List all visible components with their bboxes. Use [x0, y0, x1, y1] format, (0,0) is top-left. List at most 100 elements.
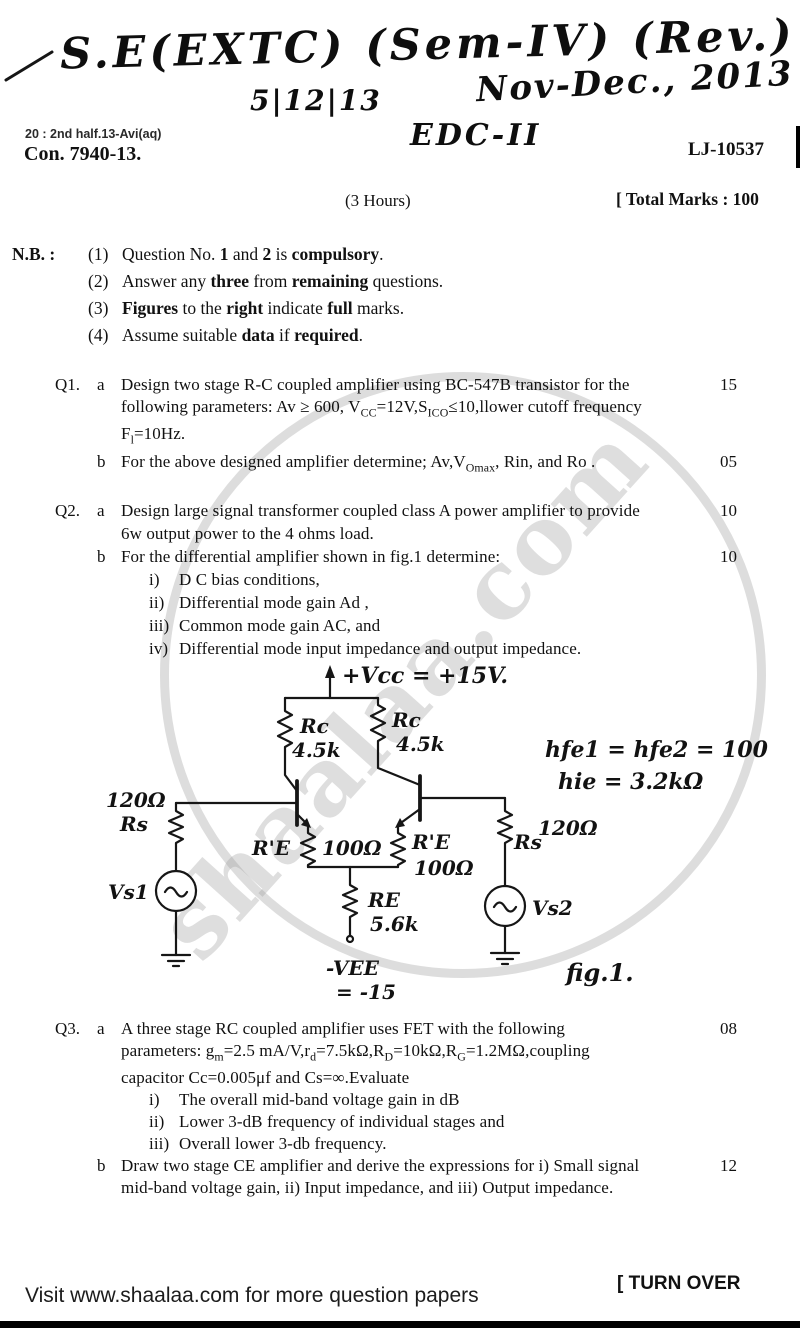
ground-symbol-right — [489, 951, 521, 966]
sub-question-text: Differential mode input impedance and ou… — [179, 639, 582, 658]
sub-question-text: Common mode gain AC, and — [179, 616, 381, 635]
sub-question-text: Overall lower 3-db frequency. — [179, 1134, 387, 1154]
figure-caption: fig.1. — [564, 958, 634, 987]
sub-question-number: iii) — [149, 1134, 170, 1154]
sub-question-number: i) — [149, 570, 160, 589]
sub-question-number: i) — [149, 1090, 160, 1110]
label-rc-left: Rc — [299, 714, 329, 738]
label-rs-right: Rs — [513, 830, 542, 854]
sub-question: i) The overall mid-band voltage gain in … — [121, 1089, 707, 1111]
marks-value: 12 — [720, 1156, 737, 1176]
total-marks: [ Total Marks : 100 — [616, 189, 759, 209]
part-label: a — [97, 1019, 105, 1038]
nb-item: (4) Assume suitable data if required. — [12, 322, 752, 349]
label-vs2: Vs2 — [532, 896, 573, 920]
vcc-arrow-head — [325, 665, 335, 678]
resistor-rs-right — [496, 796, 514, 888]
label-rs-right-value: 120Ω — [538, 816, 598, 840]
turn-over-note: [ TURN OVER — [617, 1273, 741, 1294]
label-rc-right: Rc — [391, 708, 421, 732]
sub-question-number: ii) — [149, 593, 165, 612]
paper-number: LJ-10537 — [688, 139, 764, 160]
handwritten-tick-mark — [4, 50, 54, 82]
label-re-prime-right-value: 100Ω — [414, 856, 474, 880]
marks-value: 08 — [720, 1019, 737, 1038]
question-3: Q3. a A three stage RC coupled amplifier… — [55, 1018, 753, 1199]
nb-item-number: (3) — [88, 298, 109, 318]
question-text-line: parameters: gm=2.5 mA/V,rd=7.5kΩ,RD=10kΩ… — [121, 1041, 590, 1064]
sub-question: iv) Differential mode input impedance an… — [121, 637, 707, 660]
question-number: Q2. — [55, 501, 81, 520]
scan-artifact-edge-mark — [796, 126, 800, 168]
ground-symbol-left — [160, 953, 192, 968]
question-number: Q3. — [55, 1019, 81, 1038]
exam-duration: (3 Hours) — [345, 191, 411, 210]
nb-item-number: (2) — [88, 271, 109, 291]
q1-emitter-arrow — [301, 818, 311, 828]
con-number: Con. 7940-13. — [24, 143, 142, 165]
sub-question-text: Lower 3-dB frequency of individual stage… — [179, 1112, 505, 1132]
nb-item-text: Figures to the right indicate full marks… — [122, 298, 405, 318]
nb-item-text: Assume suitable data if required. — [122, 325, 363, 345]
resistor-re-prime-left — [299, 827, 317, 869]
label-re-value: 5.6k — [370, 912, 419, 936]
resistor-rc-left — [276, 696, 299, 793]
sub-question: i) D C bias conditions, — [121, 568, 707, 591]
nb-instructions: N.B. : (1) Question No. 1 and 2 is compu… — [12, 241, 752, 349]
question-2: Q2. a Design large signal transformer co… — [55, 499, 753, 660]
watermark-ring — [160, 372, 766, 978]
nb-item-text: Answer any three from remaining question… — [122, 271, 444, 291]
part-label: a — [97, 501, 105, 520]
handwritten-exam-date: 5|12|13 — [250, 84, 382, 117]
sub-question-text: D C bias conditions, — [179, 570, 320, 589]
question-text-line: Fl=10Hz. — [121, 424, 186, 447]
question-text-line: Design two stage R-C coupled amplifier u… — [121, 375, 630, 394]
part-label: b — [97, 451, 106, 471]
nb-item-number: (1) — [88, 244, 109, 264]
handwritten-subject-code: EDC-II — [410, 118, 542, 153]
question-text-line: following parameters: Av ≥ 600, VCC=12V,… — [121, 397, 642, 420]
question-text-line: capacitor Cc=0.005μf and Cs=∞.Evaluate — [121, 1068, 410, 1088]
vee-terminal — [345, 934, 355, 944]
sub-question: ii) Differential mode gain Ad , — [121, 591, 707, 614]
nb-item: (3) Figures to the right indicate full m… — [12, 295, 752, 322]
part-label: b — [97, 547, 106, 566]
question-text-line: Draw two stage CE amplifier and derive t… — [121, 1156, 640, 1176]
label-vs1: Vs1 — [108, 880, 149, 904]
resistor-re-tail — [341, 865, 359, 937]
annotation-hie: hie = 3.2kΩ — [558, 769, 704, 795]
question-1: Q1. a Design two stage R-C coupled ampli… — [55, 374, 753, 478]
footer-site-note: Visit www.shaalaa.com for more question … — [25, 1284, 479, 1307]
question-text-line: mid-band voltage gain, ii) Input impedan… — [121, 1178, 614, 1198]
label-vee-1: -VEE — [326, 956, 380, 980]
differential-amplifier-circuit-figure: +Vcc = +15V. Rc 4.5k Rc 4.5k R'E 100Ω — [106, 663, 769, 1004]
q2-emitter-arrow — [395, 818, 405, 828]
resistor-rs-left — [167, 801, 185, 873]
label-re-prime-right: R'E — [411, 830, 451, 854]
marks-value: 15 — [720, 375, 737, 394]
label-re-prime-left-value: 100Ω — [322, 836, 382, 860]
label-re-prime-left: R'E — [251, 836, 291, 860]
label-rc-left-value: 4.5k — [292, 738, 341, 762]
sub-question: ii) Lower 3-dB frequency of individual s… — [121, 1111, 707, 1133]
sub-question-text: The overall mid-band voltage gain in dB — [179, 1090, 460, 1110]
resistor-re-prime-right — [389, 827, 407, 869]
label-re: RE — [367, 888, 401, 912]
sub-question-number: iv) — [149, 639, 169, 658]
question-text-line: A three stage RC coupled amplifier uses … — [121, 1019, 566, 1038]
print-batch-code: 20 : 2nd half.13-Avi(aq) — [25, 127, 162, 141]
label-vcc: +Vcc = +15V. — [342, 663, 508, 689]
nb-label: N.B. : — [12, 244, 56, 264]
question-number: Q1. — [55, 375, 81, 394]
sub-question-number: iii) — [149, 616, 170, 635]
nb-item: (2) Answer any three from remaining ques… — [12, 268, 752, 295]
question-text-line: 6w output power to the 4 ohms load. — [121, 524, 374, 543]
vs2-sine-icon — [492, 901, 518, 913]
nb-item-number: (4) — [88, 325, 109, 345]
sub-question-number: ii) — [149, 1112, 165, 1132]
label-rs-left: Rs — [119, 812, 148, 836]
label-vee-2: = -15 — [336, 980, 396, 1004]
marks-value: 10 — [720, 501, 737, 520]
sub-question-text: Differential mode gain Ad , — [179, 593, 369, 612]
